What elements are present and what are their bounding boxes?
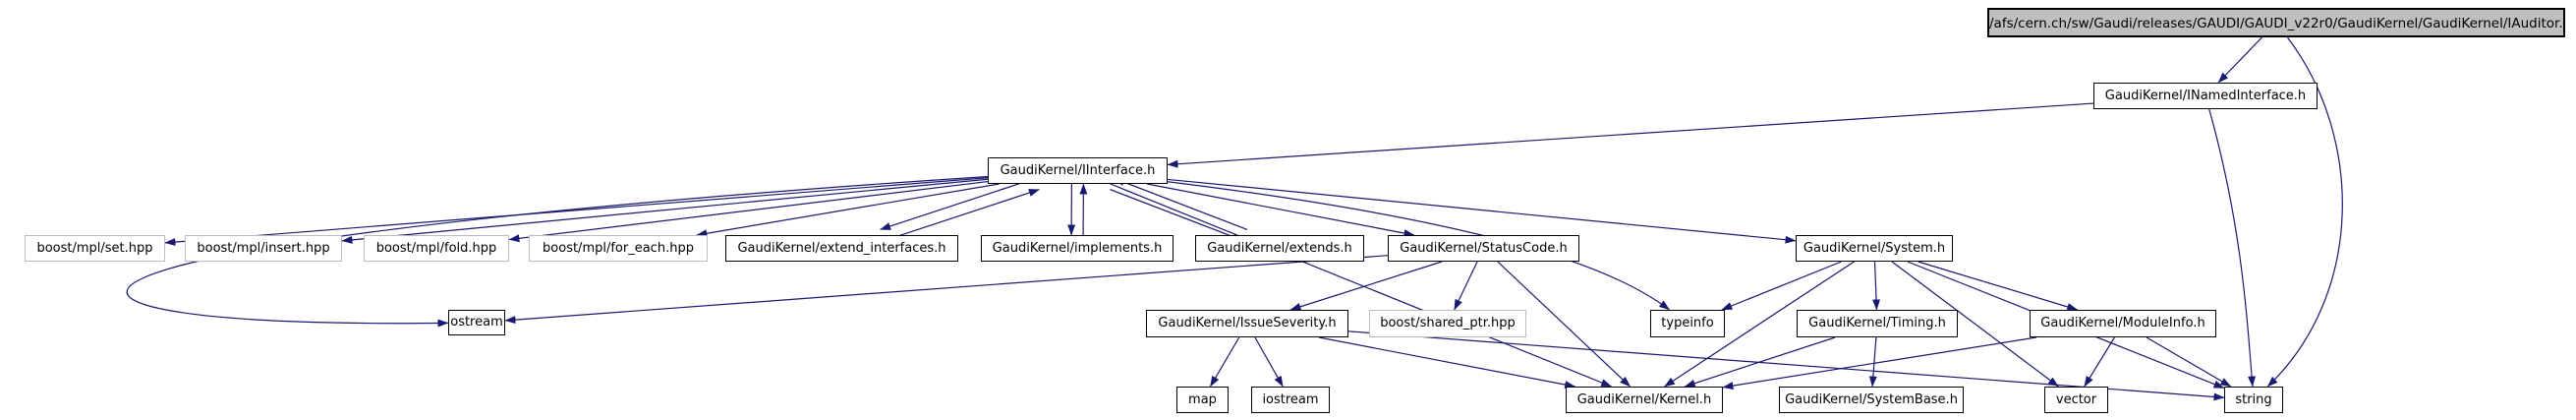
edge-gaudikernel-iinterface-h--boost-mpl-fold-hpp	[508, 180, 989, 243]
edge-gaudikernel-iinterface-h--boost-mpl-insert-hpp	[341, 178, 989, 244]
node-gaudikernel-implements-h[interactable]: GaudiKernel/implements.h	[981, 235, 1174, 262]
node-gaudikernel-extends-h[interactable]: GaudiKernel/extends.h	[1195, 235, 1364, 262]
edge-gaudikernel-extends-h--gaudikernel-iinterface-h	[1114, 177, 1248, 230]
edge-gaudikernel-iinterface-h--boost-mpl-set-hpp	[164, 177, 989, 247]
node-boost-mpl-insert-hpp: boost/mpl/insert.hpp	[185, 235, 342, 262]
edge-gaudikernel-inamedinterface-h--string	[2208, 108, 2257, 388]
node-gaudikernel-issueseverity-h[interactable]: GaudiKernel/IssueSeverity.h	[1146, 310, 1348, 337]
node-gaudikernel-kernel-h[interactable]: GaudiKernel/Kernel.h	[1566, 387, 1723, 413]
edge-gaudikernel-system-h--gaudikernel-moduleinfo-h	[1918, 261, 2079, 311]
edge-gaudikernel-issueseverity-h--string	[1347, 330, 2225, 401]
edge-gaudikernel-iinterface-h--gaudikernel-kernel-h	[1110, 183, 1613, 388]
edge-gaudikernel-timing-h--gaudikernel-kernel-h	[1684, 336, 1836, 388]
node-typeinfo: typeinfo	[1650, 310, 1725, 337]
node-gaudikernel-extend-interfaces-h[interactable]: GaudiKernel/extend_interfaces.h	[725, 235, 958, 262]
edge-afs-cern-ch-sw-gaudi-releases-gaudi-gaudi-v22r0-gaudikernel-gaudikernel-iauditor-h--string	[2266, 36, 2343, 388]
edge-gaudikernel-statuscode-h--gaudikernel-issueseverity-h	[1289, 261, 1443, 311]
edge-gaudikernel-iinterface-h--gaudikernel-extend-interfaces-h	[880, 177, 1036, 230]
edge-gaudikernel-issueseverity-h--iostream	[1254, 336, 1284, 388]
node-gaudikernel-system-h[interactable]: GaudiKernel/System.h	[1796, 235, 1953, 262]
edge-gaudikernel-issueseverity-h--map	[1209, 336, 1240, 388]
edge-gaudikernel-iinterface-h--ostream	[126, 175, 989, 328]
edge-gaudikernel-moduleinfo-h--string	[2146, 336, 2232, 388]
node-ostream: ostream	[448, 310, 505, 335]
edge-gaudikernel-extend-interfaces-h--gaudikernel-iinterface-h	[884, 189, 1040, 242]
edge-gaudikernel-statuscode-h--boost-shared-ptr-hpp	[1454, 261, 1478, 311]
edge-gaudikernel-moduleinfo-h--vector	[2084, 336, 2115, 388]
edge-gaudikernel-system-h--gaudikernel-timing-h	[1872, 261, 1881, 311]
node-gaudikernel-moduleinfo-h[interactable]: GaudiKernel/ModuleInfo.h	[2030, 310, 2216, 337]
edge-afs-cern-ch-sw-gaudi-releases-gaudi-gaudi-v22r0-gaudikernel-gaudikernel-iauditor-h--gaudikernel-inamedinterface-h	[2217, 36, 2262, 84]
node-boost-mpl-fold-hpp: boost/mpl/fold.hpp	[364, 235, 509, 262]
edge-gaudikernel-timing-h--gaudikernel-systembase-h	[1868, 336, 1877, 388]
node-boost-mpl-for-each-hpp: boost/mpl/for_each.hpp	[529, 235, 708, 262]
node-gaudikernel-iinterface-h[interactable]: GaudiKernel/IInterface.h	[988, 157, 1168, 184]
edge-gaudikernel-system-h--gaudikernel-kernel-h	[1664, 261, 1855, 388]
edge-gaudikernel-iinterface-h--gaudikernel-extends-h	[1110, 189, 1244, 242]
node-boost-shared-ptr-hpp: boost/shared_ptr.hpp	[1369, 310, 1526, 337]
edge-gaudikernel-statuscode-h--ostream	[504, 255, 1389, 325]
node-boost-mpl-set-hpp: boost/mpl/set.hpp	[25, 235, 165, 262]
edge-gaudikernel-issueseverity-h--gaudikernel-kernel-h	[1318, 336, 1576, 389]
edge-gaudikernel-iinterface-h--gaudikernel-system-h	[1167, 178, 1797, 244]
edge-gaudikernel-iinterface-h--boost-mpl-for-each-hpp	[696, 183, 1000, 238]
node-gaudikernel-timing-h[interactable]: GaudiKernel/Timing.h	[1797, 310, 1958, 337]
node-iostream: iostream	[1251, 387, 1330, 413]
edge-gaudikernel-system-h--typeinfo	[1721, 261, 1842, 311]
node-gaudikernel-statuscode-h[interactable]: GaudiKernel/StatusCode.h	[1388, 235, 1579, 262]
node-afs-cern-ch-sw-gaudi-releases-gaudi-gaudi-v22r0-gaudikernel-gaudikernel-iauditor-h: /afs/cern.ch/sw/Gaudi/releases/GAUDI/GAU…	[1987, 8, 2565, 37]
node-gaudikernel-inamedinterface-h[interactable]: GaudiKernel/INamedInterface.h	[2093, 83, 2318, 109]
edge-gaudikernel-system-h--vector	[1891, 261, 2059, 388]
node-gaudikernel-systembase-h[interactable]: GaudiKernel/SystemBase.h	[1779, 387, 1964, 413]
node-map: map	[1176, 387, 1229, 413]
node-string: string	[2224, 387, 2283, 413]
edge-gaudikernel-inamedinterface-h--gaudikernel-iinterface-h	[1167, 102, 2094, 168]
edge-gaudikernel-statuscode-h--gaudikernel-kernel-h	[1497, 261, 1631, 388]
node-vector: vector	[2044, 387, 2108, 413]
edge-gaudikernel-moduleinfo-h--gaudikernel-kernel-h	[1722, 336, 2037, 390]
edge-gaudikernel-iinterface-h--gaudikernel-statuscode-h	[1146, 183, 1415, 237]
